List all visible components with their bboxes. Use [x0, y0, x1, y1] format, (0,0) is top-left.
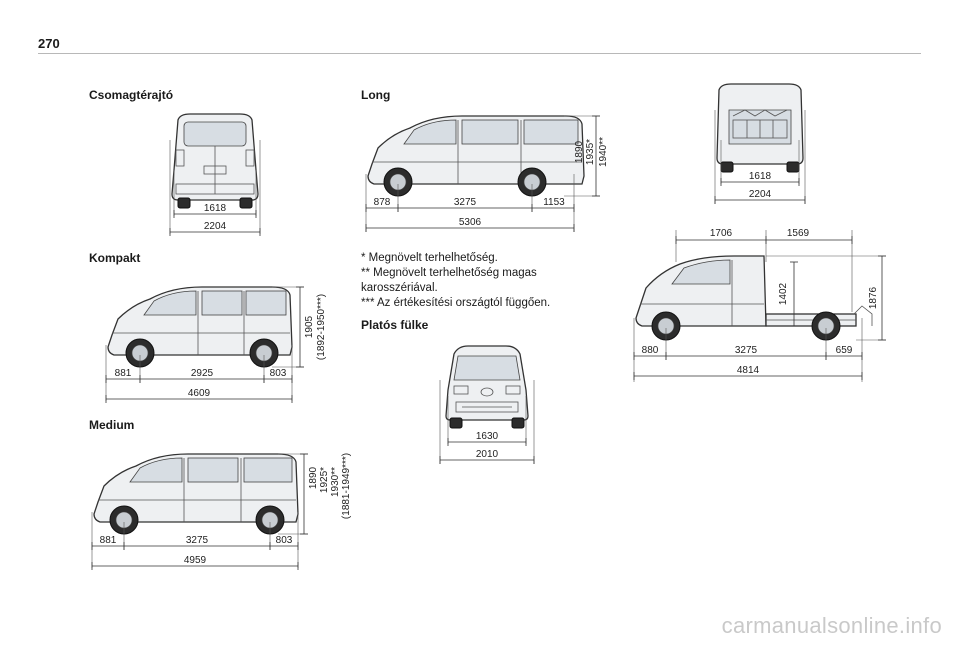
footnote-3: *** Az értékesítési országtól függően.	[361, 297, 551, 309]
dim-long-rear: 1153	[543, 197, 565, 208]
dim-long-rear-inner: 1618	[749, 171, 772, 182]
dim-medium-length: 4959	[184, 555, 207, 566]
footnote-2-cont: karosszériával.	[361, 282, 438, 294]
section-title-platos-fulke: Platós fülke	[361, 318, 429, 332]
platos-side-figure: 1706 1569 1402 1876	[626, 222, 896, 387]
dim-long-height-3: 1940**	[598, 137, 609, 167]
dim-medium-rear: 803	[276, 535, 293, 546]
long-rear-open-figure: 1618 2204	[705, 80, 815, 210]
long-side-figure: 1890 1935* 1940** 878 3275 1153 5306	[360, 108, 620, 238]
watermark: carmanualsonline.info	[721, 613, 942, 638]
dim-medium-height-4: (1881-1949***)	[341, 453, 352, 519]
dim-platos-top-left: 1706	[710, 228, 733, 239]
dim-medium-height-3: 1930**	[330, 467, 341, 497]
dim-medium-wheelbase: 3275	[186, 535, 209, 546]
dim-kompakt-wheelbase: 2925	[191, 368, 214, 379]
footnote-2: ** Megnövelt terhelhetőség magas	[361, 267, 537, 279]
dim-platos-top-right: 1569	[787, 228, 810, 239]
dim-long-height-1: 1890	[574, 140, 585, 163]
section-title-csomagterajto: Csomagtérajtó	[89, 88, 174, 102]
header-rule	[38, 53, 921, 54]
dim-medium-front: 881	[100, 535, 117, 546]
page-number: 270	[38, 36, 60, 51]
dim-kompakt-length: 4609	[188, 388, 211, 399]
dim-medium-height-1: 1890	[308, 466, 319, 489]
platos-front-figure: 1630 2010	[432, 340, 542, 470]
footnote-1: * Megnövelt terhelhetőség.	[361, 252, 498, 264]
kompakt-side-figure: 1905 (1892-1950***) 881 2925 803 4609	[92, 275, 332, 405]
dim-platos-front: 880	[642, 345, 659, 356]
dim-kompakt-height-2: (1892-1950***)	[316, 294, 327, 360]
dim-long-front: 878	[374, 197, 391, 208]
dim-csomag-outer: 2204	[204, 221, 227, 232]
medium-side-figure: 1890 1925* 1930** (1881-1949***) 881 327…	[84, 442, 354, 572]
dim-platos-front-outer: 2010	[476, 449, 499, 460]
dim-kompakt-rear: 803	[270, 368, 287, 379]
dim-long-height-2: 1935*	[585, 139, 596, 165]
dim-csomag-inner: 1618	[204, 203, 227, 214]
dim-kompakt-front: 881	[115, 368, 132, 379]
dim-long-length: 5306	[459, 217, 482, 228]
dim-platos-length: 4814	[737, 365, 760, 376]
dim-long-rear-outer: 2204	[749, 189, 772, 200]
section-title-kompakt: Kompakt	[89, 251, 141, 265]
dim-platos-rear: 659	[836, 345, 853, 356]
footnotes: * Megnövelt terhelhetőség. ** Megnövelt …	[361, 251, 591, 311]
dim-platos-bed-height: 1402	[778, 282, 789, 305]
dim-platos-front-inner: 1630	[476, 431, 499, 442]
dim-platos-wheelbase: 3275	[735, 345, 758, 356]
dim-platos-total-height: 1876	[868, 286, 879, 309]
dim-long-wheelbase: 3275	[454, 197, 477, 208]
section-title-medium: Medium	[89, 418, 135, 432]
dim-medium-height-2: 1925*	[319, 467, 330, 493]
section-title-long: Long	[361, 88, 391, 102]
dim-kompakt-height-1: 1905	[304, 315, 315, 338]
rear-view-figure: 1618 2204	[160, 110, 270, 242]
